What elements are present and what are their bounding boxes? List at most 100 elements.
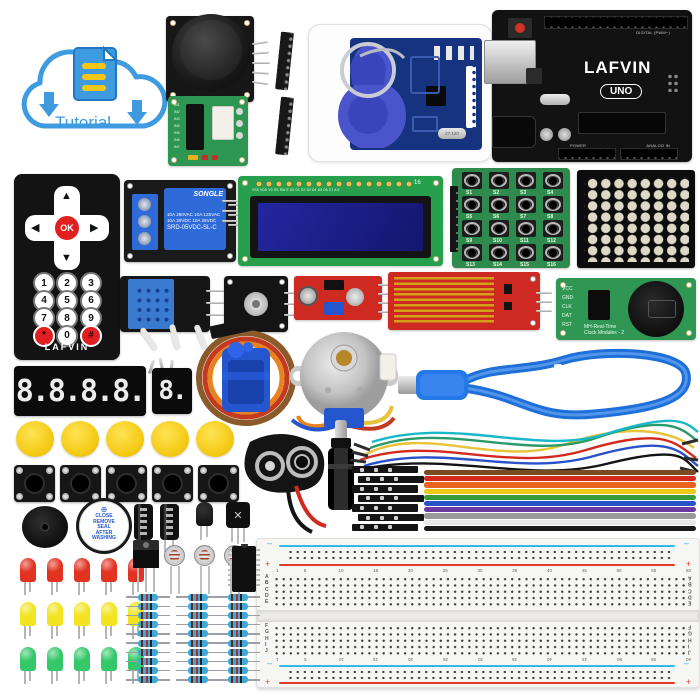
- rail-plus-mark: +: [685, 559, 691, 569]
- bb-grid-a-e: [273, 576, 685, 607]
- water-level-sensor: [388, 272, 552, 330]
- resistor-lead: [158, 642, 170, 644]
- led-leg: [132, 671, 134, 684]
- resistor-body: [138, 602, 158, 610]
- resistor-lead: [126, 596, 138, 598]
- resistor-body: [138, 667, 158, 675]
- button-pin: [108, 467, 115, 474]
- resistor: [216, 648, 260, 656]
- bb-row-letter-E: E: [265, 599, 269, 606]
- ribbon-wire: [424, 519, 696, 525]
- bb-column-number: 45: [581, 568, 587, 573]
- resistor-body: [138, 611, 158, 619]
- yellow-button-cap: [106, 421, 144, 457]
- bb-column-number: 35: [512, 568, 518, 573]
- resistor-lead: [208, 669, 220, 672]
- tactile-push-button: [106, 465, 147, 502]
- rtc-label-line: MH-Real-Time: [584, 324, 617, 330]
- resistor-body: [228, 593, 248, 601]
- button-pin: [46, 467, 53, 474]
- connector-pin: [374, 486, 378, 491]
- resistor-lead: [248, 669, 260, 672]
- resistor: [216, 593, 260, 601]
- led-leg: [105, 582, 107, 595]
- led-leg: [51, 582, 53, 595]
- led-leg: [137, 671, 139, 681]
- sticker-line: SEAL: [97, 524, 111, 531]
- coin-battery: [628, 281, 684, 337]
- rtc-label-line: Clock Modules - 2: [584, 330, 625, 336]
- resistor: [176, 611, 220, 619]
- resistor-lead: [216, 614, 228, 617]
- lcd-screen: [258, 203, 423, 251]
- sticker-line: AFTER: [95, 529, 113, 536]
- connector-pin: [360, 467, 364, 472]
- resistor-body: [138, 648, 158, 656]
- led-leg: [29, 582, 31, 592]
- keypad-label-S14: S14: [493, 262, 502, 268]
- keypad-button-S10: [489, 220, 509, 237]
- bb-column-number: 20: [408, 568, 414, 573]
- bb-column-number: 25: [442, 657, 448, 662]
- relay-rating-line: 10A 250VAC 10A 125VAC: [167, 212, 221, 217]
- resistor-lead: [248, 679, 260, 681]
- resistor: [126, 611, 170, 619]
- connector-pin: [388, 467, 392, 472]
- led-leg: [56, 671, 58, 681]
- resistor-body: [228, 621, 248, 629]
- resistor-body: [188, 667, 208, 675]
- arrow-up-icon: ▲: [61, 190, 72, 202]
- sound-sensor-module: [294, 276, 394, 320]
- led-leg: [24, 582, 26, 595]
- ribbon-wire: [424, 525, 696, 531]
- button-plunger: [164, 475, 181, 492]
- resistor: [126, 630, 170, 638]
- connector-pin: [380, 477, 384, 482]
- ok-button: OK: [53, 214, 81, 242]
- button-pin: [62, 493, 69, 500]
- resistor-body: [138, 657, 158, 665]
- keypad-button-S6: [489, 196, 509, 213]
- keypad-button-S1: [462, 172, 482, 189]
- resistor-body: [228, 676, 248, 684]
- keypad-label-S5: S5: [466, 214, 473, 220]
- resistor: [176, 648, 220, 656]
- keypad-button-S15: [516, 244, 536, 261]
- bb-column-number: 15: [373, 657, 379, 662]
- keypad-button-S2: [489, 172, 509, 189]
- resistor: [126, 676, 170, 684]
- microphone: [298, 286, 318, 306]
- resistor: [126, 639, 170, 647]
- resistor-body: [138, 676, 158, 684]
- resistor: [216, 602, 260, 610]
- keypad-button-S4: [543, 172, 563, 189]
- keypad-label-S16: S16: [547, 262, 556, 268]
- led-yellow-body: [74, 602, 90, 626]
- uno-brand: LAFVIN: [584, 58, 652, 77]
- resistor-lead: [248, 596, 260, 598]
- resistor-body: [138, 630, 158, 638]
- led-leg: [105, 671, 107, 684]
- connector-pin: [366, 477, 370, 482]
- button-pin: [184, 493, 191, 500]
- button-pin: [184, 467, 191, 474]
- keypad-button-S8: [543, 196, 563, 213]
- led-leg: [78, 626, 80, 639]
- resistor: [216, 621, 260, 629]
- button-pin: [46, 493, 53, 500]
- led-green-body: [101, 647, 117, 671]
- resistor-lead: [216, 651, 228, 653]
- resistor-lead: [248, 633, 260, 635]
- arrow-right-icon: ▶: [90, 222, 99, 234]
- bb-row-letter-C: C: [688, 586, 692, 593]
- keypad-button-S5: [462, 196, 482, 213]
- led-red: [45, 558, 65, 596]
- crystal: [540, 94, 570, 105]
- dc-jack: [492, 116, 536, 148]
- resistor-lead: [208, 679, 220, 681]
- connector-pin: [394, 515, 398, 520]
- resistor-lead: [208, 623, 220, 626]
- keypad-label-S4: S4: [547, 190, 554, 196]
